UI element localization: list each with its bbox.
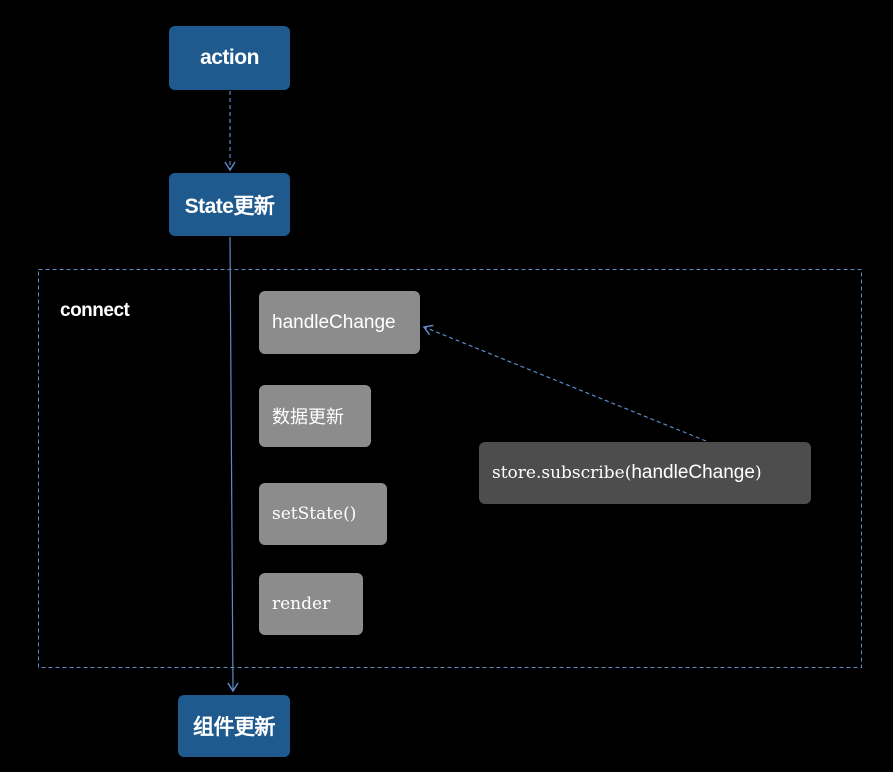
handle-change-node: handleChange [259,291,420,354]
arrow-subscribe-to-handlechange [422,324,707,442]
set-state-label: setState() [272,504,357,524]
set-state-node: setState() [259,483,387,545]
connect-label: connect [60,300,130,321]
component-update-label: 组件更新 [193,716,276,739]
subscribe-arg: handleChange [631,462,755,483]
data-update-label: 数据更新 [272,407,344,428]
render-node: render [259,573,363,635]
subscribe-suffix: ) [754,463,762,483]
component-update-node: 组件更新 [178,695,290,757]
connect-container-border [38,269,862,668]
subscribe-node: store.subscribe(handleChange) [479,442,811,504]
state-update-node-label: State更新 [184,194,275,218]
action-node: action [169,26,290,90]
subscribe-prefix: store.subscribe( [492,463,632,483]
state-update-node: State更新 [169,173,290,236]
action-node-label: action [200,46,259,69]
render-label: render [272,594,331,614]
arrow-state-to-component [227,236,239,693]
handle-change-label: handleChange [272,311,396,333]
data-update-node: 数据更新 [259,385,371,447]
